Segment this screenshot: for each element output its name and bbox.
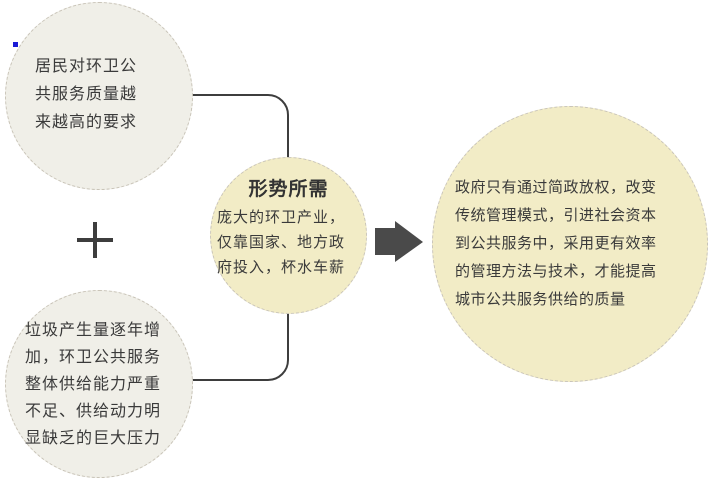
circle-government-reform xyxy=(432,106,708,382)
connector-bottom xyxy=(190,314,289,381)
arrow-right-icon xyxy=(375,221,423,262)
resident-demand-text: 居民对环卫公 共服务质量越 来越高的要求 xyxy=(35,56,138,131)
selection-marker xyxy=(13,42,18,47)
garbage-pressure-text: 垃圾产生量逐年增 加，环卫公共服务 整体供给能力严重 不足、供给动力明 显缺乏的… xyxy=(25,320,162,447)
situation-title: 形势所需 xyxy=(248,178,329,200)
circle-situation-needs xyxy=(210,157,367,314)
connector-top xyxy=(190,94,289,158)
situation-text: 庞大的环卫产业， 仅靠国家、地方政 府投入，杯水车薪 xyxy=(217,208,346,276)
plus-icon xyxy=(77,222,113,258)
government-reform-text: 政府只有通过简政放权，改变 传统管理模式，引进社会资本 到公共服务中，采用更有效… xyxy=(455,178,657,308)
circle-resident-demand xyxy=(5,2,193,190)
